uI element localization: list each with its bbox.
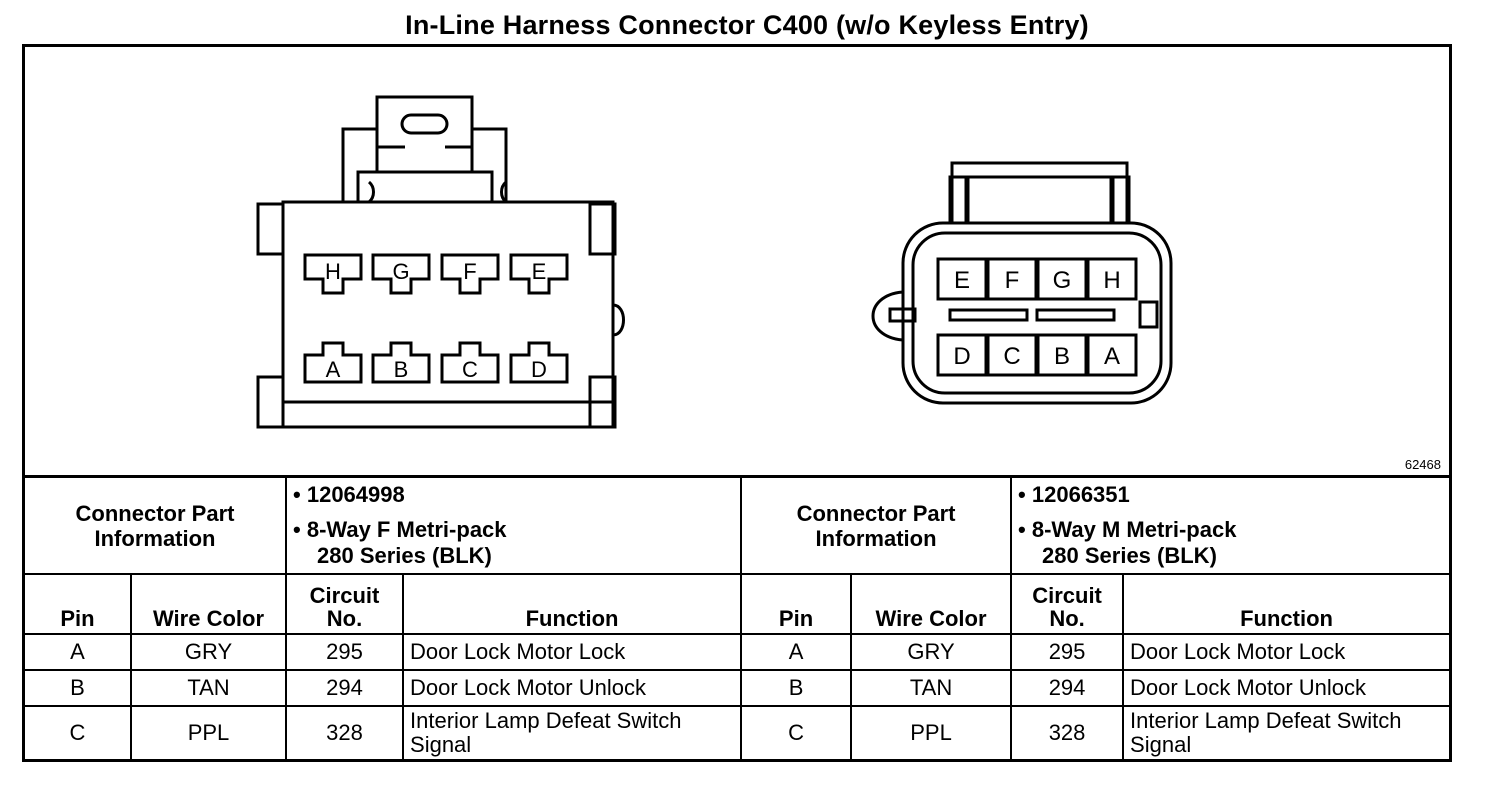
right-function: Door Lock Motor Unlock [1122, 669, 1450, 707]
pin-label: G [1053, 267, 1072, 294]
table-row: B TAN 294 Door Lock Motor Unlock B TAN 2… [25, 669, 1450, 707]
left-function: Door Lock Motor Lock [402, 633, 743, 671]
pin-cavity [1036, 333, 1088, 377]
right-description-line1: 8-Way M Metri-pack [1031, 517, 1237, 542]
pin-label: B [1054, 343, 1070, 370]
pin-cavity [303, 341, 363, 384]
right-function: Door Lock Motor Lock [1122, 633, 1450, 671]
table-row: C PPL 328 Interior Lamp Defeat Switch Si… [25, 705, 1450, 759]
right-pin: B [740, 669, 853, 707]
left-pin: A [25, 633, 132, 671]
left-pin: B [25, 669, 132, 707]
header-row: Pin Wire Color Circuit No. Function Pin … [25, 573, 1450, 635]
page-title: In-Line Harness Connector C400 (w/o Keyl… [405, 10, 1089, 40]
left-circuit: 328 [285, 705, 405, 759]
pin-cavity [1086, 333, 1138, 377]
left-part-number: 12064998 [306, 482, 405, 507]
pin-cavity [303, 253, 363, 295]
right-circuit: 295 [1010, 633, 1125, 671]
left-description-line1: 8-Way F Metri-pack [306, 517, 507, 542]
connector-drawing: H G F E A B C D E F G H D C B A [256, 95, 1173, 429]
pin-label: F [463, 259, 476, 284]
table-row: A GRY 295 Door Lock Motor Lock A GRY 295… [25, 633, 1450, 671]
pin-table: Connector Part Information • 12064998 • … [25, 478, 1450, 759]
right-description-line2: 280 Series (BLK) [1042, 543, 1217, 568]
right-pin-header: Pin [740, 573, 853, 635]
pin-label: H [1103, 267, 1120, 294]
left-function: Interior Lamp Defeat Switch Signal [402, 705, 743, 759]
pin-cavity [936, 257, 988, 301]
pin-label: E [954, 267, 970, 294]
pin-label: B [394, 357, 409, 382]
left-description-line2: 280 Series (BLK) [317, 543, 492, 568]
left-wire-color: GRY [129, 633, 288, 671]
pin-label: G [392, 259, 409, 284]
pin-cavity [440, 253, 500, 295]
right-pin: A [740, 633, 853, 671]
right-wire-color: PPL [850, 705, 1013, 759]
pin-label: A [1104, 343, 1120, 370]
left-wire-color: TAN [129, 669, 288, 707]
left-circuit: 294 [285, 669, 405, 707]
pin-label: H [325, 259, 341, 284]
pin-cavity [440, 341, 500, 384]
left-wire-color-header: Wire Color [129, 573, 288, 635]
part-info-row: Connector Part Information • 12064998 • … [25, 478, 1450, 575]
left-pin: C [25, 705, 132, 759]
pin-label: E [532, 259, 547, 284]
pin-cavity [986, 257, 1038, 301]
right-pin: C [740, 705, 853, 759]
pin-cavity [509, 341, 569, 384]
left-function-header: Function [402, 573, 743, 635]
male-connector [871, 161, 1173, 405]
pin-cavity [936, 333, 988, 377]
pin-cavity [371, 253, 431, 295]
pin-cavity [509, 253, 569, 295]
pin-label: F [1005, 267, 1020, 294]
pin-cavity [986, 333, 1038, 377]
right-circuit: 294 [1010, 669, 1125, 707]
connector-diagram: H G F E A B C D E F G H D C B A [25, 47, 1449, 475]
left-wire-color: PPL [129, 705, 288, 759]
left-circuit-header: Circuit No. [285, 573, 405, 635]
pin-label: D [953, 343, 970, 370]
pin-cavity [371, 341, 431, 384]
pin-label: C [462, 357, 478, 382]
pin-label: C [1003, 343, 1020, 370]
right-info-label: Connector Part Information [740, 478, 1013, 575]
left-part-info: • 12064998 • 8-Way F Metri-pack 280 Seri… [285, 478, 743, 575]
figure-id: 62468 [1404, 457, 1441, 472]
right-wire-color: TAN [850, 669, 1013, 707]
right-wire-color: GRY [850, 633, 1013, 671]
female-pin-group: H G F E A B C D [303, 253, 569, 384]
pin-label: A [326, 357, 341, 382]
right-circuit-header: Circuit No. [1010, 573, 1125, 635]
right-function: Interior Lamp Defeat Switch Signal [1122, 705, 1450, 759]
pin-cavity [1086, 257, 1138, 301]
female-connector [256, 95, 625, 429]
left-circuit: 295 [285, 633, 405, 671]
right-circuit: 328 [1010, 705, 1125, 759]
right-wire-color-header: Wire Color [850, 573, 1013, 635]
pin-label: D [531, 357, 547, 382]
right-function-header: Function [1122, 573, 1450, 635]
left-pin-header: Pin [25, 573, 132, 635]
left-function: Door Lock Motor Unlock [402, 669, 743, 707]
right-part-number: 12066351 [1031, 482, 1130, 507]
divider [25, 475, 1449, 478]
pin-cavity [1036, 257, 1088, 301]
male-pin-group: E F G H D C B A [936, 257, 1138, 377]
left-info-label: Connector Part Information [25, 478, 288, 575]
right-part-info: • 12066351 • 8-Way M Metri-pack 280 Seri… [1010, 478, 1450, 575]
